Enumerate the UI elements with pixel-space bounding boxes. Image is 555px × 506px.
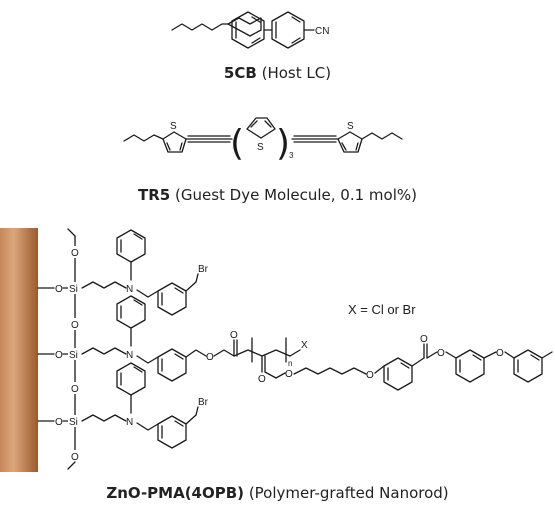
caption-5cb: 5CB (Host LC) — [0, 64, 555, 82]
svg-text:O: O — [55, 350, 63, 361]
polymer-chain: O n X O O O — [213, 330, 374, 385]
svg-text:O: O — [230, 330, 238, 341]
caption-zno: ZnO-PMA(4OPB) (Polymer-grafted Nanorod) — [0, 484, 555, 502]
thiophene-right: S — [337, 121, 363, 153]
molecule-tr5: S ( S ) 3 S — [123, 117, 403, 164]
benzyl-rings: Br O Br — [136, 264, 214, 449]
svg-text:O: O — [420, 334, 428, 345]
caption-tr5-desc: (Guest Dye Molecule, 0.1 mol%) — [175, 186, 417, 204]
anchor-row-1: O Si N — [37, 281, 133, 295]
caption-tr5: TR5 (Guest Dye Molecule, 0.1 mol%) — [0, 186, 555, 204]
svg-text:Si: Si — [69, 284, 78, 295]
ring-5cb-1 — [227, 11, 265, 49]
repeat-count: 3 — [289, 151, 294, 160]
sulfur-label-right: S — [347, 121, 354, 132]
cyano-label: CN — [315, 26, 329, 37]
bromo-label-1: Br — [198, 264, 209, 275]
caption-tr5-name: TR5 — [137, 186, 171, 204]
caption-zno-name: ZnO-PMA(4OPB) — [106, 484, 245, 502]
svg-text:O: O — [366, 370, 374, 381]
sulfur-label-middle: S — [257, 142, 264, 153]
svg-text:O: O — [71, 452, 79, 463]
svg-text:O: O — [55, 417, 63, 428]
caption-5cb-name: 5CB — [223, 64, 257, 82]
svg-text:O: O — [285, 369, 293, 380]
ring-5cb-2 — [271, 11, 305, 49]
end-group-x: X — [301, 340, 308, 351]
molecule-zno-pma: O O O O O Si N O Si N — [0, 228, 553, 472]
svg-text:Si: Si — [69, 350, 78, 361]
anchor-row-2: O Si N — [37, 347, 133, 361]
repeat-n: n — [288, 359, 292, 368]
n-phenyl-groups — [116, 229, 146, 414]
svg-text:O: O — [258, 374, 266, 385]
repeat-bracket-close: ) — [276, 123, 290, 164]
siloxane-oxygens: O O O O — [70, 246, 80, 463]
svg-text:N: N — [126, 417, 133, 428]
end-group-note: X = Cl or Br — [348, 302, 416, 317]
caption-5cb-desc: (Host LC) — [261, 64, 332, 82]
svg-text:N: N — [126, 284, 133, 295]
zno-nanorod — [0, 228, 38, 472]
svg-text:O: O — [496, 348, 504, 359]
svg-text:O: O — [71, 320, 79, 331]
svg-text:O: O — [437, 348, 445, 359]
molecule-5cb: CN — [171, 11, 329, 49]
bromo-label-2: Br — [198, 397, 209, 408]
svg-text:O: O — [71, 248, 79, 259]
svg-text:O: O — [206, 352, 214, 363]
thiophene-middle: S — [246, 117, 276, 153]
svg-text:N: N — [126, 350, 133, 361]
mesogen-4opb: O O O — [374, 334, 553, 391]
svg-text:Si: Si — [69, 417, 78, 428]
thiophene-left: S — [162, 121, 187, 153]
caption-zno-desc: (Polymer-grafted Nanorod) — [248, 484, 449, 502]
sulfur-label-left: S — [170, 121, 177, 132]
svg-text:O: O — [55, 284, 63, 295]
svg-text:O: O — [71, 384, 79, 395]
anchor-row-3: O Si N — [37, 414, 133, 428]
repeat-bracket-open: ( — [230, 123, 244, 164]
